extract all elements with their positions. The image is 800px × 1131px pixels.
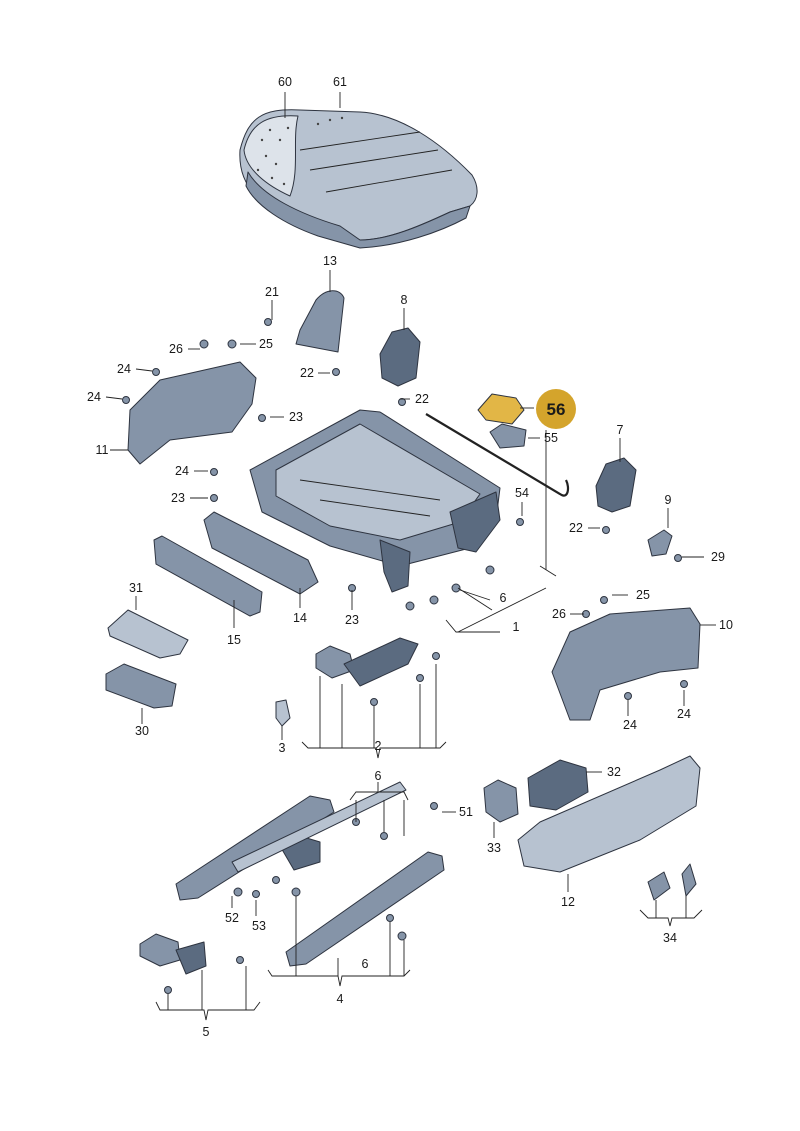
frame-wire-rod [425, 413, 570, 497]
callout-23-lower[interactable]: 23 [345, 613, 359, 627]
highlight-badge-56[interactable] [536, 389, 576, 429]
callout-3[interactable]: 3 [279, 741, 286, 755]
module-32 [527, 759, 589, 811]
callout-33[interactable]: 33 [487, 841, 501, 855]
callout-55[interactable]: 55 [544, 431, 558, 445]
motor-assembly-5 [139, 933, 207, 975]
bracket-8 [379, 327, 421, 387]
front-bar-14 [203, 511, 319, 595]
leader-lines [105, 92, 716, 1021]
callout-12[interactable]: 12 [561, 895, 575, 909]
callout-52[interactable]: 52 [225, 911, 239, 925]
callout-4[interactable]: 4 [337, 992, 344, 1006]
fasteners [122, 318, 688, 994]
callout-24-mid[interactable]: 24 [175, 464, 189, 478]
control-unit-30 [105, 663, 177, 709]
callout-22-right[interactable]: 22 [569, 521, 583, 535]
callout-25-right[interactable]: 25 [636, 588, 650, 602]
sensor-9 [647, 529, 673, 557]
callout-24-right-b[interactable]: 24 [677, 707, 691, 721]
callout-60[interactable]: 60 [278, 75, 292, 89]
callout-54[interactable]: 54 [515, 486, 529, 500]
callout-21[interactable]: 21 [265, 285, 279, 299]
switch-cap-34a [647, 871, 671, 901]
callout-34[interactable]: 34 [663, 931, 677, 945]
seat-cushion [239, 109, 478, 249]
callout-26-left[interactable]: 26 [169, 342, 183, 356]
callout-13[interactable]: 13 [323, 254, 337, 268]
front-bar-15 [153, 535, 263, 617]
callout-32[interactable]: 32 [607, 765, 621, 779]
callout-53[interactable]: 53 [252, 919, 266, 933]
callout-23-upper[interactable]: 23 [289, 410, 303, 424]
side-panel-left [127, 361, 257, 465]
callout-24-upper[interactable]: 24 [117, 362, 131, 376]
callout-29[interactable]: 29 [711, 550, 725, 564]
seat-rail-assembly-4 [175, 781, 445, 967]
part-56-switch [477, 393, 525, 425]
clip-3 [275, 699, 291, 727]
callout-26-right[interactable]: 26 [552, 607, 566, 621]
side-cover-12 [517, 755, 701, 873]
callout-8[interactable]: 8 [401, 293, 408, 307]
callout-23-mid[interactable]: 23 [171, 491, 185, 505]
callout-7[interactable]: 7 [617, 423, 624, 437]
callout-15[interactable]: 15 [227, 633, 241, 647]
trim-part-13 [295, 290, 345, 353]
callout-30[interactable]: 30 [135, 724, 149, 738]
callout-2[interactable]: 2 [375, 739, 382, 753]
side-panel-right [551, 607, 701, 721]
callout-56-highlight[interactable]: 56 [547, 400, 566, 419]
callout-22-center[interactable]: 22 [415, 392, 429, 406]
cushion-perforation [256, 116, 344, 186]
module-33 [483, 779, 519, 823]
callout-61[interactable]: 61 [333, 75, 347, 89]
seat-frame [249, 409, 501, 593]
callout-11[interactable]: 11 [96, 443, 109, 457]
callout-24-lower[interactable]: 24 [87, 390, 101, 404]
callout-6-rails-bottom[interactable]: 6 [362, 957, 369, 971]
callout-5[interactable]: 5 [203, 1025, 210, 1039]
motor-assembly-2 [315, 637, 419, 687]
callout-22-left[interactable]: 22 [300, 366, 314, 380]
callout-31[interactable]: 31 [129, 581, 143, 595]
bracket-31 [107, 609, 189, 659]
callout-10[interactable]: 10 [719, 618, 733, 632]
callout-6-rails-top[interactable]: 6 [375, 769, 382, 783]
callout-labels: 60 61 13 21 8 26 25 24 24 22 22 56 55 23… [87, 75, 733, 1039]
callout-1[interactable]: 1 [513, 620, 520, 634]
callout-24-right-a[interactable]: 24 [623, 718, 637, 732]
callout-6-frame[interactable]: 6 [500, 591, 507, 605]
callout-14[interactable]: 14 [293, 611, 307, 625]
callout-51[interactable]: 51 [459, 805, 473, 819]
callout-25-left[interactable]: 25 [259, 337, 273, 351]
part-55-clip [489, 423, 527, 449]
callout-9[interactable]: 9 [665, 493, 672, 507]
switch-cap-34b [681, 863, 697, 897]
bracket-7 [595, 457, 637, 513]
